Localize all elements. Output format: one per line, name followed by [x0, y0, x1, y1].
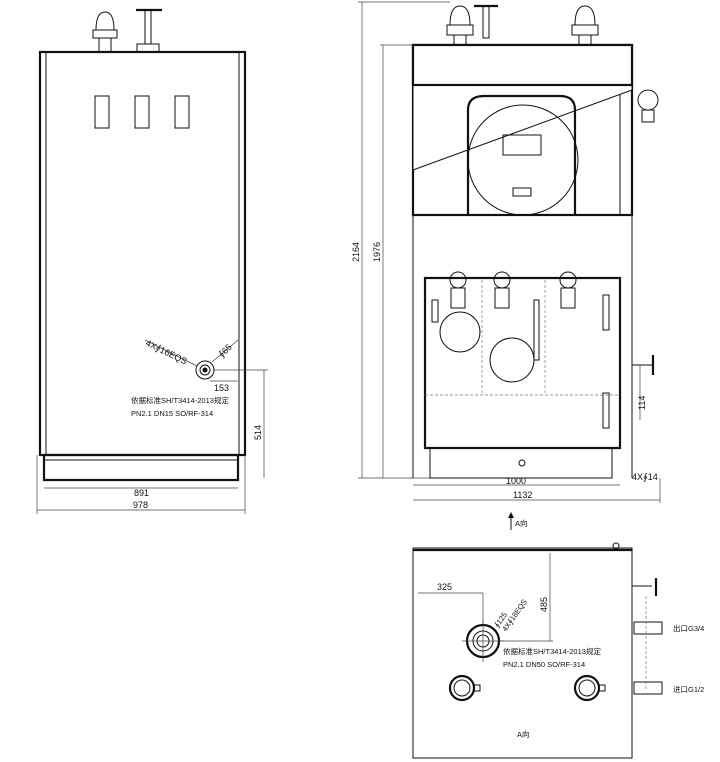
front-view: 2164 1976	[351, 1, 661, 530]
side-standard-note: 依据标准SH/T3414-2013规定	[131, 395, 229, 405]
side-dim-inner-width: 891	[134, 488, 149, 498]
bottom-port-right-icon	[573, 674, 606, 702]
front-tank	[423, 276, 622, 450]
front-vent-pipe-icon	[474, 4, 498, 39]
side-cabinet-body	[38, 50, 247, 457]
bottom-flange-spec: PN2.1 DN50 SO/RF-314	[503, 660, 585, 669]
front-dim-total-height: 2164	[351, 242, 361, 262]
outlet-label: 出口G3/4	[673, 623, 704, 633]
side-flange-spec: PN2.1 DN15 SO/RF-314	[131, 409, 213, 418]
bottom-dim-y: 485	[539, 597, 549, 612]
bottom-side-fittings	[632, 578, 663, 695]
bottom-outline	[412, 547, 633, 759]
front-lamp-right-icon	[571, 5, 599, 46]
bottom-dim-x: 325	[437, 582, 452, 592]
view-arrow-label: A向	[515, 518, 528, 528]
vent-pipe-icon	[136, 8, 162, 53]
front-side-lamp-icon	[637, 89, 659, 123]
bottom-view: 325 485 ∮125 4X∮18EQS 依据标准SH/T3414-2013规…	[412, 542, 704, 759]
bottom-flange-icon	[462, 620, 504, 662]
front-manhole-center	[489, 337, 535, 383]
front-dim-outer-width: 1132	[513, 490, 532, 500]
side-flange-icon	[195, 360, 215, 380]
side-dim-height: 514	[253, 425, 263, 440]
front-anchor-holes: 4X∮14	[632, 472, 658, 482]
front-dim-nozzle-height: 114	[637, 396, 647, 410]
side-base	[42, 453, 240, 482]
bottom-view-label: A向	[517, 729, 530, 739]
side-connectors	[94, 95, 190, 129]
bottom-standard-note: 依据标准SH/T3414-2013规定	[503, 646, 601, 656]
front-door-icon	[466, 94, 579, 216]
inlet-label: 进口G1/2	[673, 685, 704, 694]
side-flange-holes: 4X∮16EQS	[144, 338, 189, 367]
side-view: 4X∮16EQS ∮65 153 依据标准SH/T3414-2013规定 PN2…	[36, 8, 268, 514]
side-flange-pcd: ∮65	[216, 342, 233, 359]
warning-lamp-icon	[92, 11, 118, 53]
front-base	[429, 447, 613, 479]
front-manhole-left	[439, 311, 481, 353]
side-dim-offset: 153	[214, 383, 229, 393]
front-valves	[449, 271, 577, 309]
side-dim-outer-width: 978	[133, 500, 148, 510]
front-dim-body-height: 1976	[372, 242, 382, 262]
front-dim-inner-width: 1000	[506, 476, 526, 486]
front-nozzle-icon	[632, 355, 655, 375]
bottom-port-left-icon	[448, 674, 481, 702]
front-lamp-left-icon	[446, 5, 474, 46]
